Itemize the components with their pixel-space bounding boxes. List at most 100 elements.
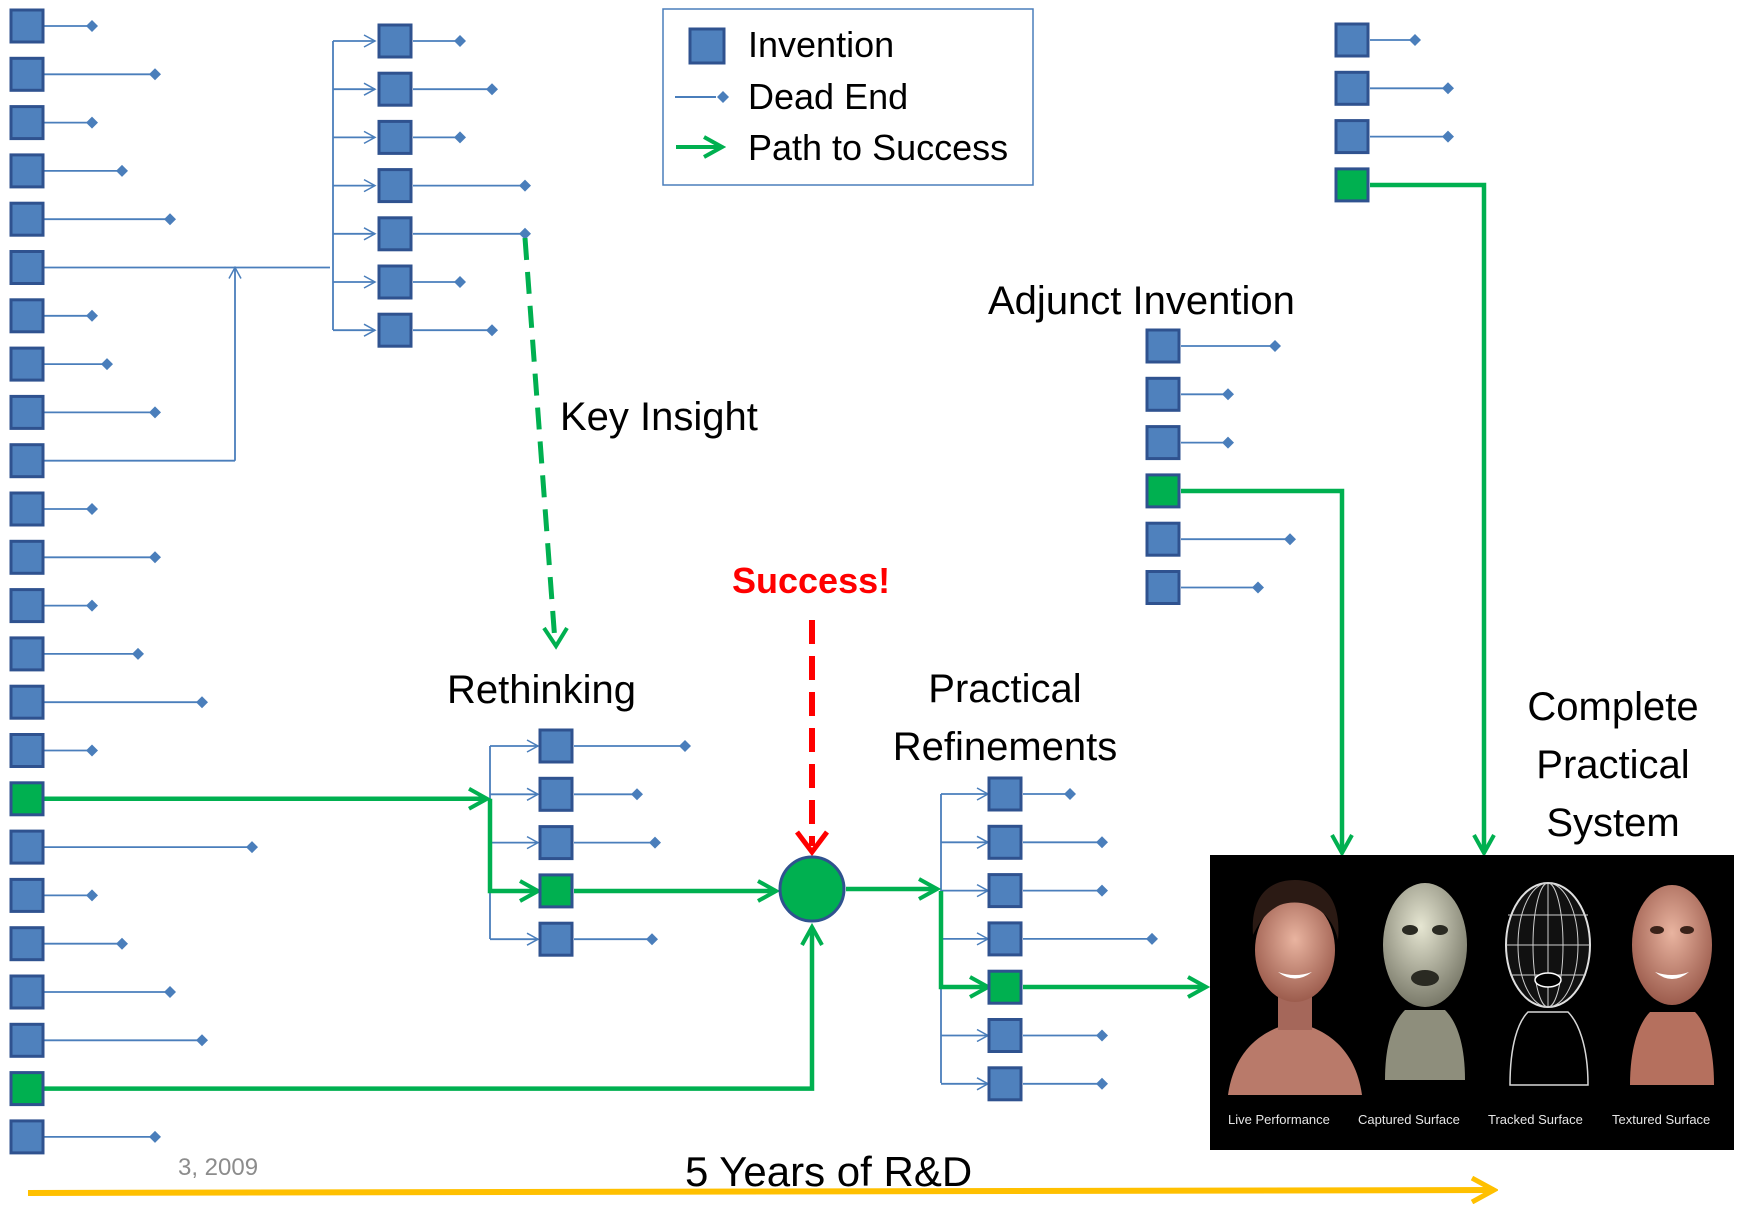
dead-end-left-14-marker [132, 647, 144, 660]
invention-box-top-5 [377, 216, 413, 252]
legend-invention-label: Invention [748, 24, 894, 65]
dead-end-adjunct-3-marker [1222, 436, 1234, 449]
invention-box-refinements-2 [987, 824, 1023, 860]
invention-box-left-9 [9, 394, 45, 430]
dead-end-left-9-marker [149, 406, 161, 419]
timeline-label: 5 Years of R&D [685, 1148, 972, 1195]
invention-box-left-22 [9, 1022, 45, 1058]
invention-box-left-23 [9, 1071, 45, 1107]
invention-box-left-13 [9, 588, 45, 624]
photo-caption-tracked: Tracked Surface [1488, 1112, 1583, 1127]
dead-end-left-18-marker [246, 841, 258, 854]
textured-surface-face [1630, 885, 1714, 1085]
dead-end-left-15-marker [196, 696, 208, 709]
timeline-arrow [27, 1190, 1494, 1193]
dead-end-left-1-marker [86, 20, 98, 32]
dead-end-left-3-marker [86, 116, 98, 129]
dead-end-refinements-4-marker [1146, 932, 1158, 945]
key-insight-label: Key Insight [560, 395, 758, 439]
invention-box-refinements-5 [987, 969, 1023, 1005]
practical-refinements-label-1: Practical [928, 667, 1081, 711]
dead-end-refinements-2-marker [1096, 836, 1108, 849]
dead-end-topright-1-marker [1409, 34, 1421, 46]
dead-end-top-3-marker [454, 131, 466, 144]
invention-box-adjunct-2 [1145, 376, 1181, 412]
invention-box-left-14 [9, 636, 45, 672]
dead-end-top-6-marker [454, 276, 466, 288]
dead-end-adjunct-6-marker [1252, 581, 1264, 594]
photo-caption-captured: Captured Surface [1358, 1112, 1460, 1127]
key-insight-arrow [522, 237, 558, 643]
dead-end-left-4-marker [116, 164, 128, 177]
invention-box-left-11 [9, 491, 45, 527]
dead-end-left-16-marker [86, 744, 98, 757]
dead-end-refinements-6-marker [1096, 1029, 1108, 1042]
dead-end-top-1-marker [454, 35, 466, 47]
invention-box-rethinking-4 [538, 873, 574, 909]
dead-end-rethinking-2-marker [631, 788, 643, 801]
success-label: Success! [732, 560, 890, 601]
complete-system-label-1: Complete [1527, 685, 1698, 729]
invention-box-top-3 [377, 119, 413, 155]
photo-caption-live: Live Performance [1228, 1112, 1330, 1127]
invention-box-left-8 [9, 346, 45, 382]
dead-end-top-2-marker [486, 83, 498, 96]
dead-end-left-12-marker [149, 551, 161, 564]
invention-box-topright-3 [1334, 119, 1370, 155]
invention-box-refinements-7 [987, 1066, 1023, 1102]
dead-end-top-7-marker [486, 324, 498, 337]
invention-box-rethinking-5 [538, 921, 574, 957]
legend-path-to-success-label: Path to Success [748, 127, 1008, 168]
invention-box-left-20 [9, 926, 45, 962]
invention-box-left-4 [9, 153, 45, 189]
complete-system-label-3: System [1546, 801, 1679, 845]
dead-end-top-5-marker [519, 227, 531, 240]
invention-box-adjunct-6 [1145, 570, 1181, 605]
success-arrowhead [795, 830, 829, 857]
dead-end-left-8-marker [101, 358, 113, 371]
invention-box-refinements-4 [987, 921, 1023, 957]
invention-box-rethinking-2 [538, 776, 574, 812]
tracked-surface-face [1505, 882, 1591, 1086]
dead-end-rethinking-1-marker [679, 740, 691, 752]
photo-caption-textured: Textured Surface [1612, 1112, 1710, 1127]
captured-surface-face [1383, 883, 1467, 1080]
invention-box-left-24 [9, 1119, 45, 1155]
invention-box-left-3 [9, 105, 45, 141]
dead-end-left-5-marker [164, 213, 176, 226]
dead-end-rethinking-3-marker [649, 836, 661, 849]
live-performance-face [1228, 880, 1362, 1095]
invention-box-refinements-1 [987, 776, 1023, 812]
success-path-topright-to-system [1370, 182, 1484, 853]
dead-end-left-19-marker [86, 889, 98, 902]
success-node [778, 855, 846, 923]
invention-box-adjunct-4 [1145, 473, 1181, 509]
invention-box-left-2 [9, 56, 45, 92]
invention-box-left-16 [9, 733, 45, 768]
key-insight-arrowhead [542, 626, 569, 650]
dead-end-refinements-3-marker [1096, 884, 1108, 897]
invention-box-left-5 [9, 201, 45, 237]
success-path-adjunct-to-system [1181, 488, 1342, 853]
invention-box-topright-1 [1334, 22, 1370, 58]
invention-box-left-18 [9, 829, 45, 865]
dead-end-refinements-1-marker [1064, 788, 1076, 800]
dead-end-left-24-marker [149, 1130, 161, 1143]
date-fragment: 3, 2009 [178, 1154, 258, 1181]
success-path-rethinking-branch [487, 798, 538, 891]
dead-end-left-11-marker [86, 503, 98, 515]
invention-box-adjunct-1 [1145, 328, 1181, 364]
dead-end-top-4-marker [519, 179, 531, 192]
dead-end-rethinking-5-marker [646, 933, 658, 946]
invention-box-top-4 [377, 168, 413, 204]
invention-box-left-19 [9, 877, 45, 913]
dead-end-adjunct-5-marker [1284, 533, 1296, 546]
invention-box-top-6 [377, 264, 413, 300]
dead-end-left-20-marker [116, 937, 128, 950]
invention-box-top-7 [377, 312, 413, 348]
invention-box-left-7 [9, 298, 45, 334]
dead-end-adjunct-2-marker [1222, 388, 1234, 401]
invention-box-top-2 [377, 71, 413, 107]
